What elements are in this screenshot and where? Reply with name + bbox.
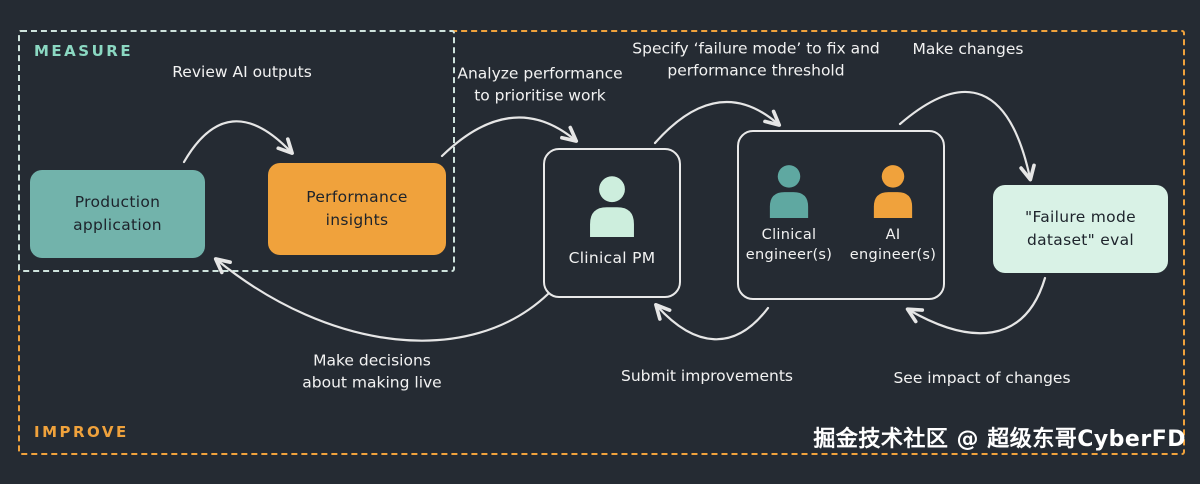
ai-engineer: AI engineer(s): [849, 164, 937, 265]
person-icon: [590, 176, 634, 238]
measure-label: MEASURE: [34, 42, 134, 60]
clinical-engineer: Clinical engineer(s): [745, 164, 833, 265]
label-make-changes: Make changes: [912, 39, 1024, 58]
label-submit-improvements: Submit improvements: [621, 366, 793, 385]
label-specify-failure-mode: Specify ‘failure mode’ to fix and perfor…: [632, 39, 880, 80]
label-see-impact: See impact of changes: [893, 368, 1071, 387]
node-production-application: Production application: [30, 170, 205, 258]
person-icon: [769, 165, 809, 219]
label-analyze-performance: Analyze performance to prioritise work: [457, 64, 623, 105]
arrow-submit-improvements: [654, 302, 770, 341]
arrow-review-ai-outputs: [182, 120, 294, 164]
node-failure-mode-dataset-eval: "Failure mode dataset" eval: [993, 185, 1168, 273]
ai-engineer-label: AI engineer(s): [849, 227, 937, 263]
clinical-engineer-label: Clinical engineer(s): [745, 227, 833, 263]
arrow-analyze-performance: [440, 116, 579, 158]
node-engineers-group: Clinical engineer(s) AI engineer(s): [737, 130, 945, 300]
arrow-see-impact: [905, 276, 1047, 335]
production-application-label: Production application: [73, 192, 162, 234]
arrow-specify-failure-mode: [653, 101, 782, 145]
node-performance-insights: Performance insights: [268, 163, 446, 255]
performance-insights-label: Performance insights: [306, 187, 408, 229]
clinical-pm-label: Clinical PM: [568, 249, 656, 268]
failure-mode-eval-label: "Failure mode dataset" eval: [1025, 207, 1136, 249]
label-make-decisions: Make decisions about making live: [302, 351, 442, 392]
label-review-ai-outputs: Review AI outputs: [172, 62, 312, 81]
improve-label: IMPROVE: [34, 423, 129, 441]
node-clinical-pm: Clinical PM: [543, 148, 681, 298]
person-icon: [873, 165, 913, 219]
arrow-make-changes: [898, 90, 1036, 182]
arrow-make-decisions: [213, 257, 550, 342]
watermark-text: 掘金技术社区 @ 超级东哥CyberFD: [813, 427, 1186, 452]
